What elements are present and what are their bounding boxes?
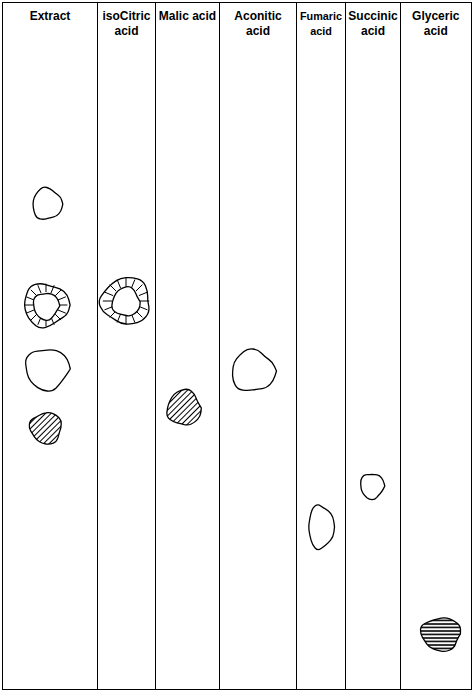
lane-heading: Aconitic acid [220, 3, 296, 39]
chromatogram-lane: Malic acid [155, 2, 219, 690]
plain-spot [309, 505, 335, 550]
ringed-spot-inner [33, 294, 59, 321]
ring-stripe [46, 284, 47, 292]
ringed-spot-inner [112, 287, 140, 316]
ring-stripe [58, 297, 66, 300]
ring-stripe [26, 297, 34, 300]
plain-spot [361, 474, 385, 499]
hatched-spot [167, 389, 201, 425]
ring-stripe [38, 285, 41, 293]
chromatogram-lane: Aconitic acid [219, 2, 296, 690]
chromatogram-lane: Glyceric acid [400, 2, 472, 690]
ring-stripe [55, 314, 61, 320]
ring-stripe [31, 314, 37, 320]
ring-stripe [117, 280, 121, 289]
ring-stripe [105, 292, 114, 296]
lane-heading: Glyceric acid [401, 3, 471, 39]
lane-heading: isoCitric acid [98, 3, 155, 39]
ringed-spot-outer [99, 278, 149, 324]
ringed-spot-outer [25, 284, 71, 328]
ring-stripe [26, 310, 34, 313]
ring-stripe [136, 285, 143, 292]
ring-stripe [140, 301, 149, 302]
ring-stripe [126, 315, 127, 324]
lane-heading: Malic acid [156, 3, 219, 24]
lane-heading: Fumaric acid [297, 3, 345, 39]
lane-heading: Extract [3, 3, 97, 24]
chromatogram-lane: Fumaric acid [296, 2, 345, 690]
ring-stripe [103, 301, 112, 302]
ring-stripe [126, 278, 127, 287]
ring-stripe [51, 285, 54, 293]
spot-group [25, 187, 461, 651]
chromatogram-lane: isoCitric acid [97, 2, 155, 690]
ring-stripe [131, 280, 135, 289]
ring-stripe [55, 290, 61, 296]
plain-spot [26, 350, 71, 391]
chromatogram-lane: Succinic acid [345, 2, 400, 690]
plain-spot [33, 187, 63, 219]
ring-stripe [110, 285, 117, 292]
hatched-spot [29, 413, 61, 445]
hatched-spot [420, 618, 460, 652]
plain-spot [233, 349, 277, 390]
ring-stripe [58, 310, 66, 313]
ring-stripe [31, 290, 37, 296]
chromatogram-lane: Extract [2, 2, 97, 690]
ring-stripe [117, 314, 121, 323]
ring-stripe [139, 292, 148, 296]
lane-heading: Succinic acid [346, 3, 400, 39]
ring-stripe [25, 305, 33, 306]
